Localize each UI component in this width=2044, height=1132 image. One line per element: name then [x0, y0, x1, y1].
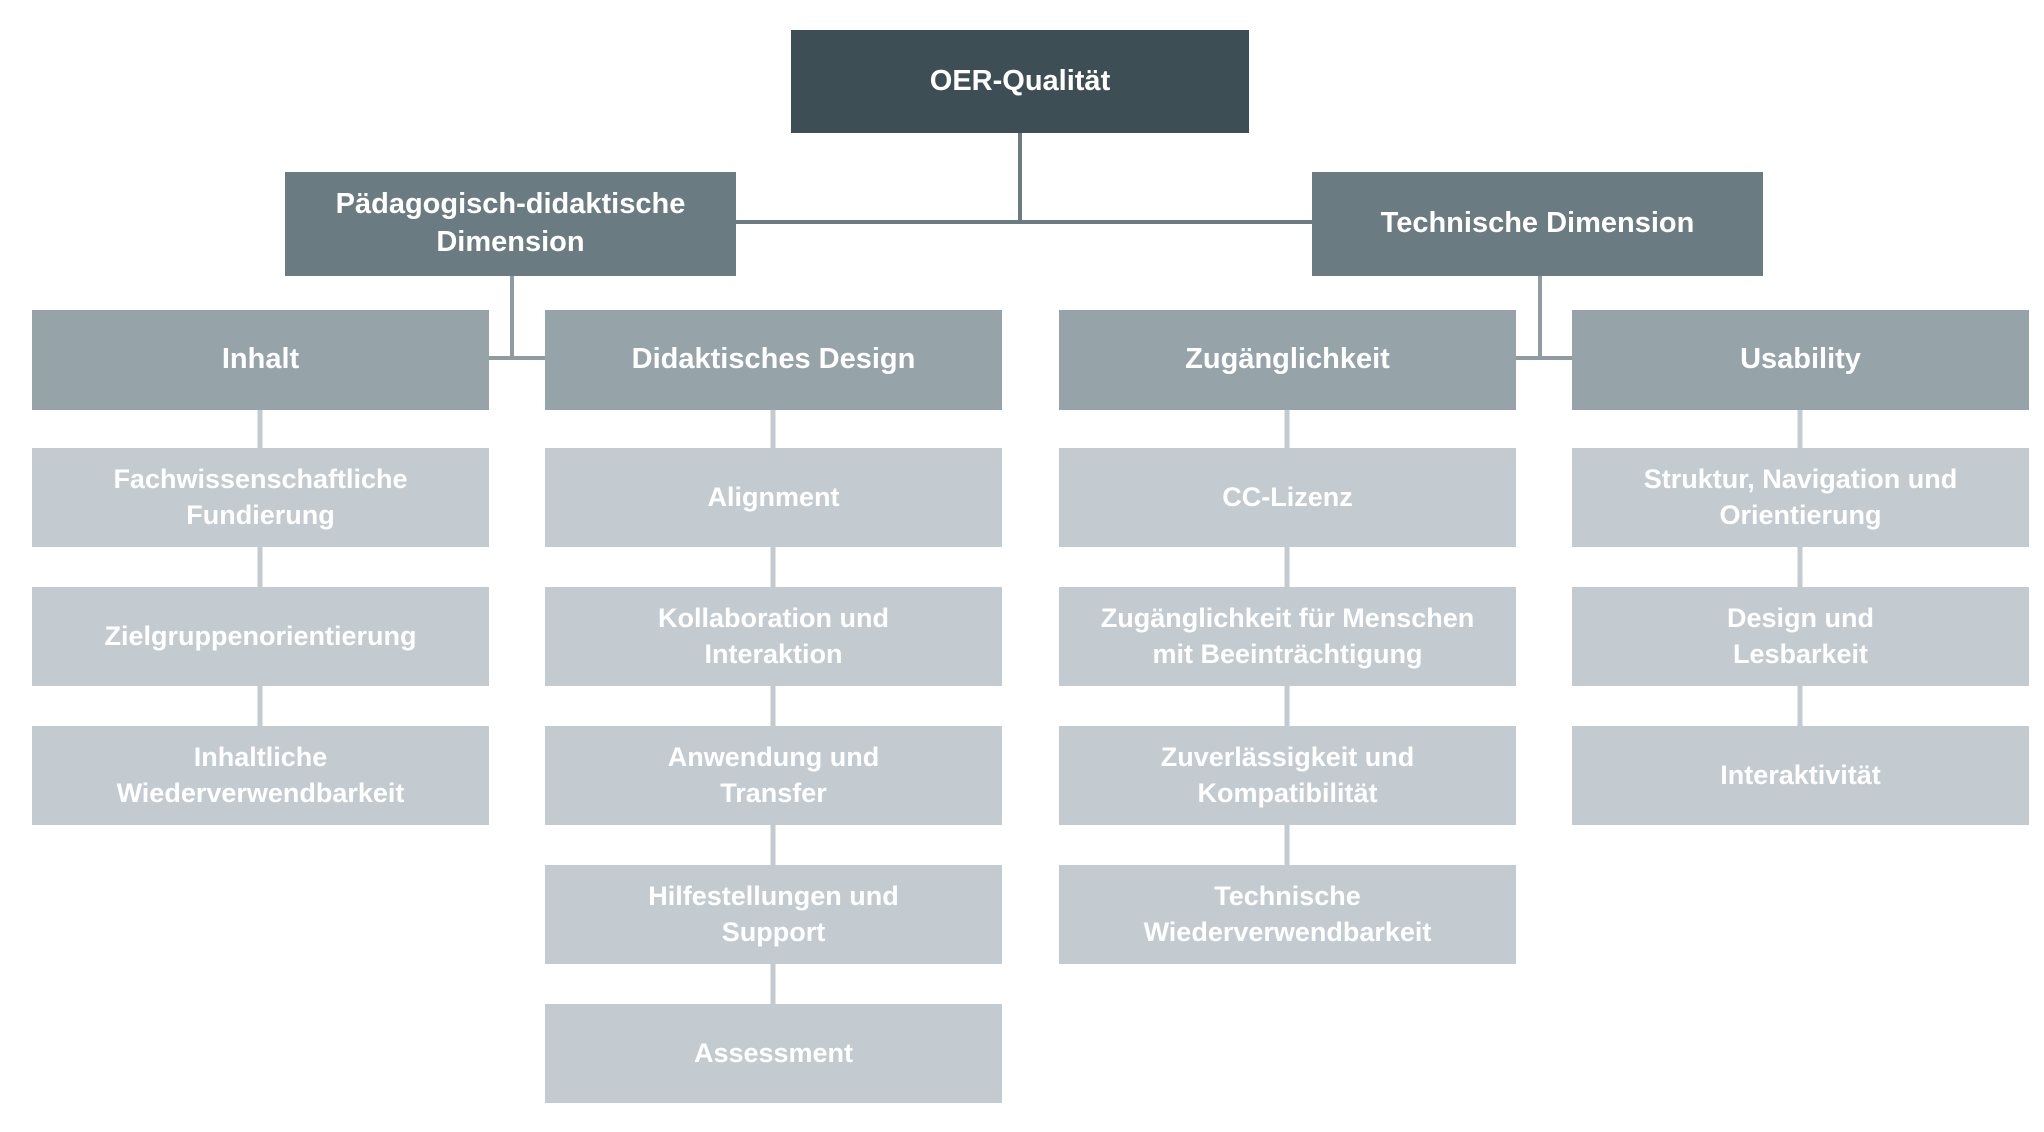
- node-item-cc-lizenz: CC-Lizenz: [1059, 448, 1516, 547]
- node-item-technische-wiederverwendbarkeit: Technische Wiederverwendbarkeit: [1059, 865, 1516, 964]
- node-item-anwendung-und-transfer: Anwendung und Transfer: [545, 726, 1002, 825]
- node-item-fachwissenschaftliche-fundierung: Fachwissenschaftliche Fundierung: [32, 448, 489, 547]
- node-item-interaktivitaet: Interaktivität: [1572, 726, 2029, 825]
- node-dimension-technisch: Technische Dimension: [1312, 172, 1763, 276]
- node-dimension-paedagogisch-didaktisch: Pädagogisch-didaktische Dimension: [285, 172, 736, 276]
- node-item-hilfestellungen-und-support: Hilfestellungen und Support: [545, 865, 1002, 964]
- node-item-alignment: Alignment: [545, 448, 1002, 547]
- node-item-inhaltliche-wiederverwendbarkeit: Inhaltliche Wiederverwendbarkeit: [32, 726, 489, 825]
- node-item-zielgruppenorientierung: Zielgruppenorientierung: [32, 587, 489, 686]
- node-oer-qualitaet: OER-Qualität: [791, 30, 1249, 133]
- node-header-inhalt: Inhalt: [32, 310, 489, 410]
- node-header-didaktisches-design: Didaktisches Design: [545, 310, 1002, 410]
- node-header-zugaenglichkeit: Zugänglichkeit: [1059, 310, 1516, 410]
- node-item-zugaenglichkeit-fuer-menschen-mit-beeintraechtigung: Zugänglichkeit für Menschen mit Beeinträ…: [1059, 587, 1516, 686]
- node-item-assessment: Assessment: [545, 1004, 1002, 1103]
- node-item-kollaboration-und-interaktion: Kollaboration und Interaktion: [545, 587, 1002, 686]
- node-header-usability: Usability: [1572, 310, 2029, 410]
- node-item-zuverlaessigkeit-und-kompatibilitaet: Zuverlässigkeit und Kompatibilität: [1059, 726, 1516, 825]
- node-item-struktur-navigation-und-orientierung: Struktur, Navigation und Orientierung: [1572, 448, 2029, 547]
- node-item-design-und-lesbarkeit: Design und Lesbarkeit: [1572, 587, 2029, 686]
